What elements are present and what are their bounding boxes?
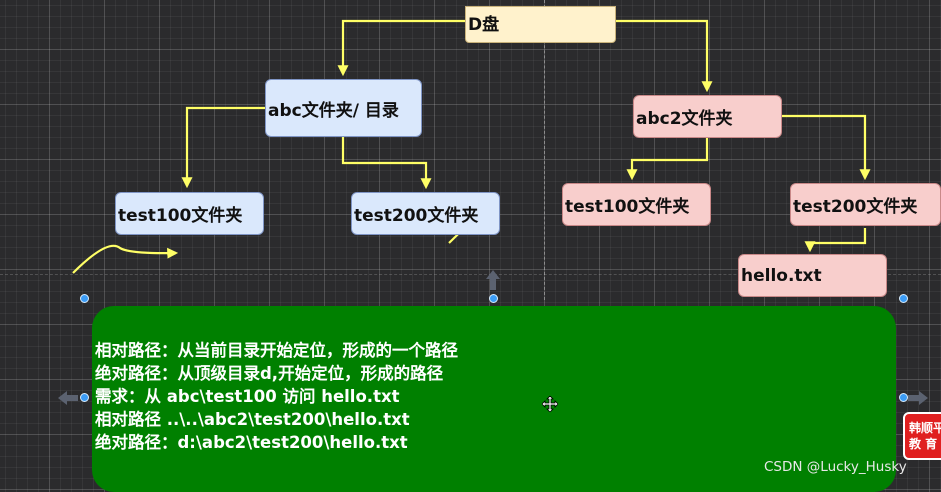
vertical-guide-line xyxy=(544,0,545,300)
resize-handle-middle-left[interactable] xyxy=(80,393,89,402)
edge-abc2-test200[interactable] xyxy=(781,114,871,181)
horizontal-guide-line xyxy=(0,274,941,275)
note-line-relative-def: 相对路径：从当前目录开始定位，形成的一个路径 xyxy=(95,341,458,360)
node-abc2-folder-label: abc2文件夹 xyxy=(636,109,733,129)
node-d-drive-label: D盘 xyxy=(468,15,500,35)
resize-handle-middle-right[interactable] xyxy=(899,393,908,402)
connection-arrow-icon[interactable] xyxy=(58,270,928,405)
edge-abc-test100[interactable] xyxy=(181,106,265,189)
node-abc2-test100-label: test100文件夹 xyxy=(565,197,690,217)
node-abc2-test200[interactable]: test200文件夹 xyxy=(790,183,941,226)
edge-root-abc2[interactable] xyxy=(616,19,713,93)
node-d-drive[interactable]: D盘 xyxy=(465,6,616,43)
brand-logo: 韩顺平 教 育 xyxy=(903,412,941,460)
node-hello-txt-label: hello.txt xyxy=(741,265,822,286)
node-abc2-folder[interactable]: abc2文件夹 xyxy=(633,95,782,138)
move-cursor-icon xyxy=(542,396,558,412)
edge-curve-deco[interactable] xyxy=(72,244,179,274)
edge-root-abc[interactable] xyxy=(337,19,466,77)
node-abc2-test200-label: test200文件夹 xyxy=(793,197,918,217)
node-hello-txt[interactable]: hello.txt xyxy=(738,254,887,297)
node-abc-test200[interactable]: test200文件夹 xyxy=(351,192,500,235)
note-line-requirement: 需求：从 abc\test100 访问 hello.txt xyxy=(95,387,400,406)
resize-handle-top-left[interactable] xyxy=(80,294,89,303)
edge-abc2-test100[interactable] xyxy=(626,138,709,181)
node-abc-test200-label: test200文件夹 xyxy=(354,206,479,226)
brand-logo-line-2: 教 育 xyxy=(909,437,938,451)
path-explanation-note[interactable]: 相对路径：从当前目录开始定位，形成的一个路径 绝对路径：从顶级目录d,开始定位，… xyxy=(92,306,896,492)
note-line-relative-example: 相对路径 ..\..\abc2\test200\hello.txt xyxy=(95,410,410,429)
watermark: CSDN @Lucky_Husky xyxy=(764,459,907,475)
note-line-absolute-def: 绝对路径：从顶级目录d,开始定位，形成的路径 xyxy=(95,364,444,383)
node-abc-folder[interactable]: abc文件夹/ 目录 xyxy=(265,79,422,137)
edge-abc-test200[interactable] xyxy=(341,137,432,190)
note-line-absolute-example: 绝对路径：d:\abc2\test200\hello.txt xyxy=(95,433,408,452)
node-abc-folder-label: abc文件夹/ 目录 xyxy=(268,100,399,121)
node-abc-test100[interactable]: test100文件夹 xyxy=(115,192,264,235)
brand-logo-line-1: 韩顺平 xyxy=(909,421,941,435)
resize-handle-top-right[interactable] xyxy=(899,294,908,303)
node-abc2-test100[interactable]: test100文件夹 xyxy=(562,183,711,226)
resize-handle-top-center[interactable] xyxy=(489,294,498,303)
node-abc-test100-label: test100文件夹 xyxy=(118,206,243,226)
edge-test200-hello[interactable] xyxy=(804,228,867,253)
